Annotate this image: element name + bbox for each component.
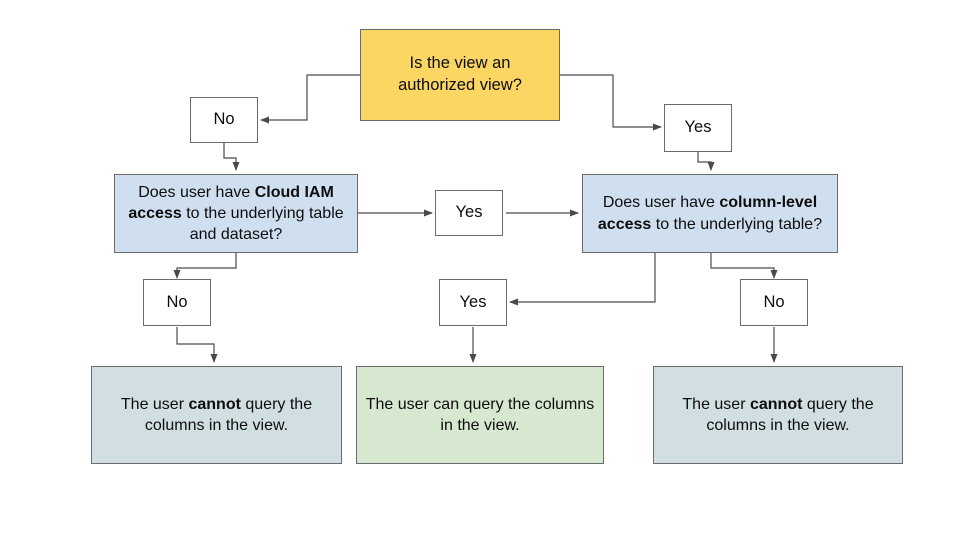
node-result-allow-label: The user can query the columns in the vi… [365, 395, 595, 434]
node-branch-yes-bottom-label: Yes [459, 292, 487, 311]
connector-no-to-iam [223, 143, 240, 171]
node-result-deny-left-label: The user cannot query the columns in the… [120, 395, 313, 434]
node-branch-yes-bottom[interactable]: Yes [439, 279, 507, 326]
node-start-question-label: Is the view an authorized view? [398, 54, 522, 94]
node-branch-no-top-label: No [213, 110, 235, 129]
connector-iam-to-no [173, 253, 237, 279]
connector-start-to-yes [560, 74, 662, 131]
connector-start-to-no [260, 74, 360, 124]
node-branch-no-top[interactable]: No [190, 97, 258, 143]
node-branch-no-left-label: No [166, 292, 188, 311]
connector-no-to-deny-left [176, 327, 218, 363]
node-result-deny-left[interactable]: The user cannot query the columns in the… [91, 366, 342, 464]
node-iam-question[interactable]: Does user have Cloud IAM access to the u… [114, 174, 358, 253]
node-result-deny-right-label: The user cannot query the columns in the… [682, 395, 874, 434]
connector-column-to-yes [509, 253, 656, 306]
connector-yes-to-column [697, 152, 715, 171]
node-column-question-label: Does user have column-level access to th… [597, 194, 823, 233]
node-branch-yes-top[interactable]: Yes [664, 104, 732, 152]
node-iam-question-label: Does user have Cloud IAM access to the u… [128, 183, 344, 244]
node-start-question[interactable]: Is the view an authorized view? [360, 29, 560, 121]
node-branch-yes-top-label: Yes [684, 118, 712, 137]
node-branch-no-left[interactable]: No [143, 279, 211, 326]
node-branch-no-right[interactable]: No [740, 279, 808, 326]
node-result-deny-right[interactable]: The user cannot query the columns in the… [653, 366, 903, 464]
node-result-allow[interactable]: The user can query the columns in the vi… [356, 366, 604, 464]
node-column-question[interactable]: Does user have column-level access to th… [582, 174, 838, 253]
connector-column-to-no [710, 253, 778, 279]
node-branch-yes-middle[interactable]: Yes [435, 190, 503, 236]
node-branch-no-right-label: No [763, 292, 785, 311]
node-branch-yes-middle-label: Yes [455, 203, 483, 222]
